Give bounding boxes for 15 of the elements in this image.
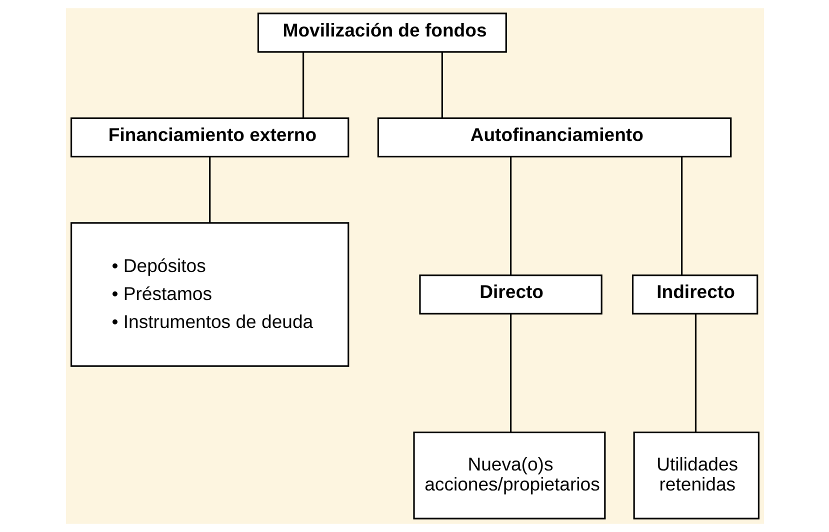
- node-box: • Depósitos • Préstamos • Instrumentos de deuda: [70, 222, 349, 367]
- node-box: Financiamiento externo: [70, 117, 349, 158]
- connector: [302, 52, 304, 118]
- connector: [510, 156, 512, 276]
- connector: [510, 314, 512, 432]
- node-box: Autofinanciamiento: [376, 117, 732, 158]
- node-box: Directo: [418, 274, 602, 315]
- node-box: Indirecto: [631, 274, 758, 315]
- node-box: Utilidades retenidas: [632, 432, 759, 520]
- node-box: Movilización de fondos: [256, 12, 506, 53]
- connector: [680, 156, 682, 276]
- node-box: Nueva(o)s acciones/propietarios: [412, 432, 606, 520]
- connector: [694, 314, 696, 432]
- connector: [440, 52, 442, 118]
- connector: [208, 156, 210, 223]
